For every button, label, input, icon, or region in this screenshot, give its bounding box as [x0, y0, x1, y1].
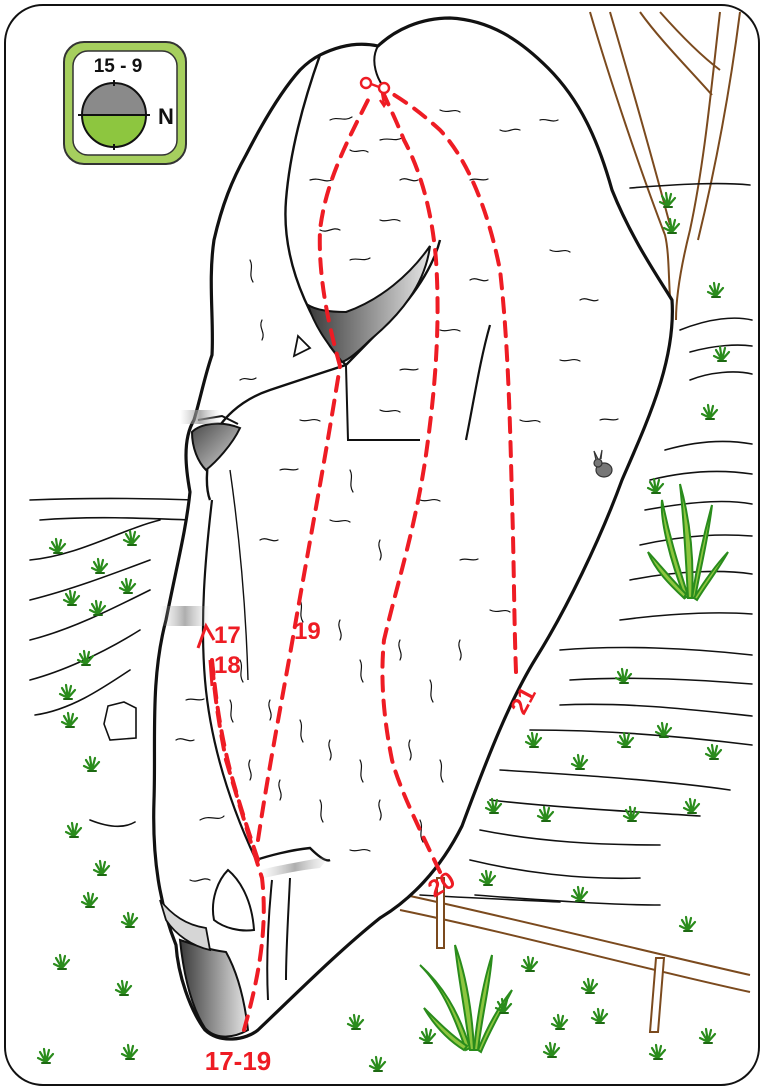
compass-badge: 15 - 9 N	[64, 42, 186, 164]
north-label: N	[158, 104, 174, 129]
route-label-18: 18	[214, 652, 241, 679]
route-label-17: 17	[214, 622, 241, 649]
start-label: 17-19	[205, 1046, 272, 1076]
route-label-19: 19	[294, 618, 321, 645]
sector-label: 15 - 9	[94, 56, 143, 77]
route-18-tick	[210, 660, 212, 686]
